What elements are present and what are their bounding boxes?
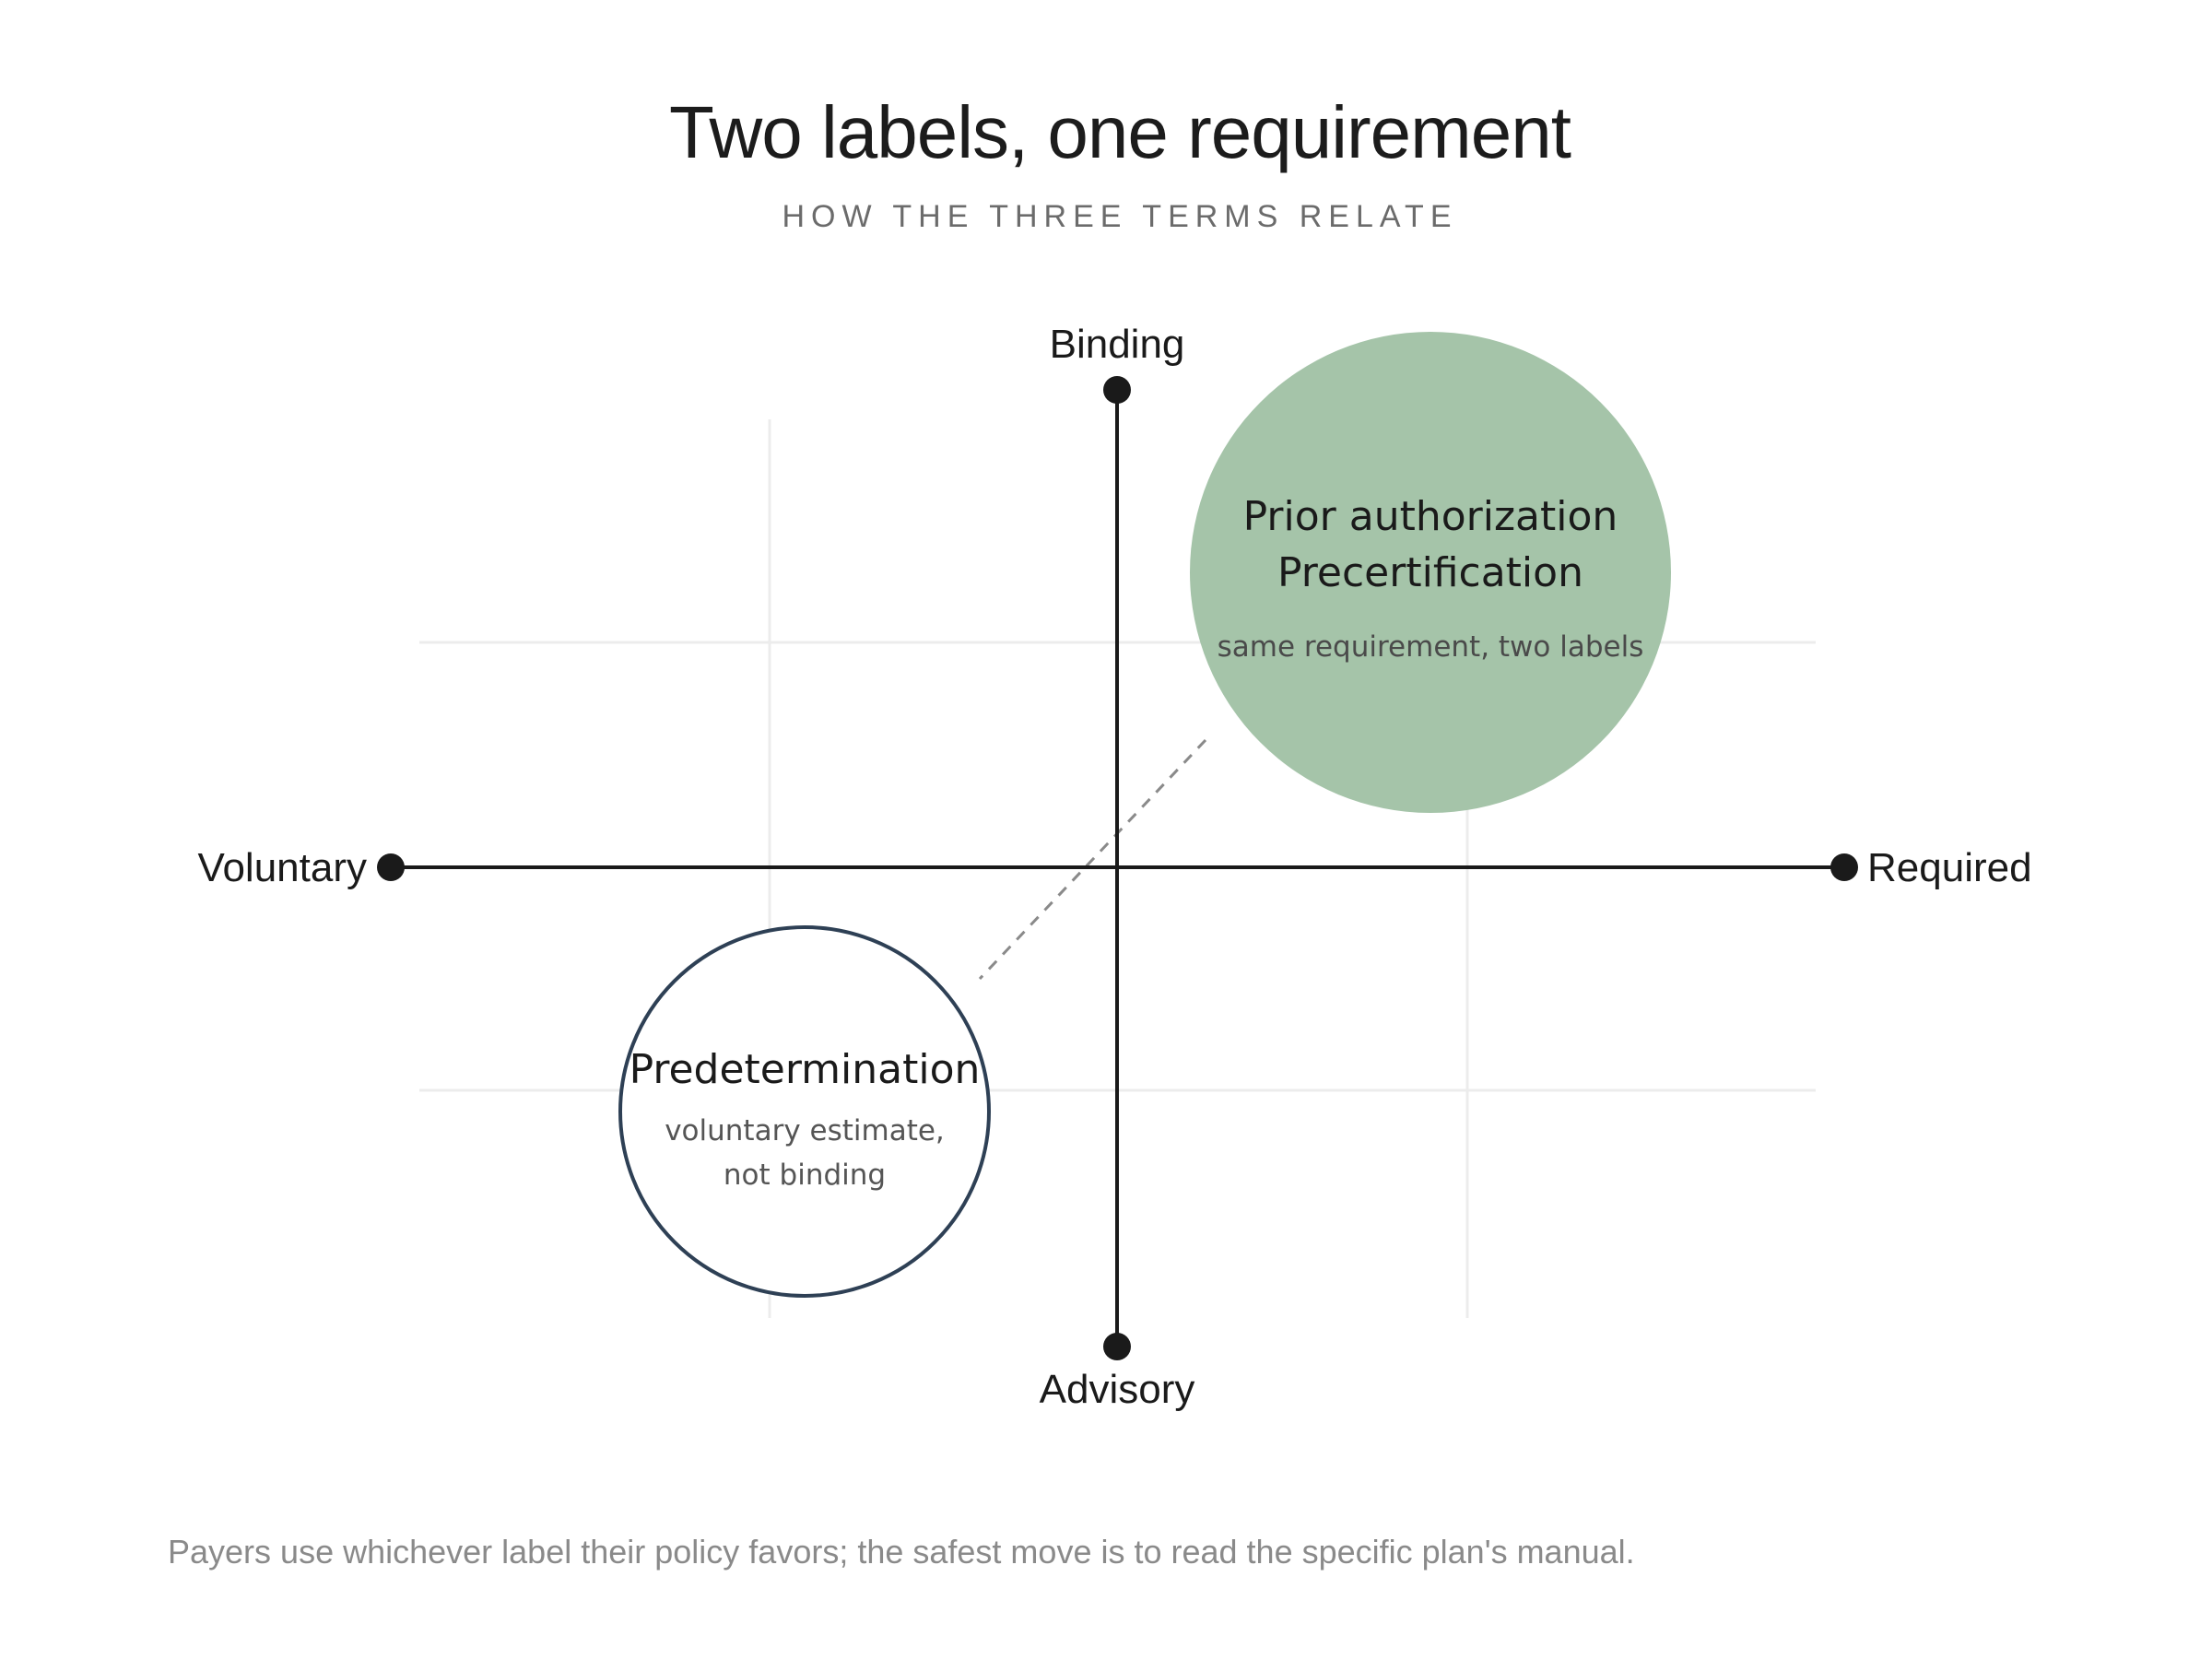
axis-label-required: Required bbox=[1867, 845, 2032, 890]
axis-label-voluntary: Voluntary bbox=[198, 845, 367, 890]
diagram-subtitle: HOW THE THREE TERMS RELATE bbox=[782, 199, 1458, 234]
axes bbox=[391, 390, 1844, 1347]
prior-authorization-circle bbox=[1190, 332, 1671, 813]
prior-authorization-label: Prior authorization bbox=[1243, 493, 1618, 540]
predetermination-circle bbox=[618, 925, 991, 1298]
prior-authorization-note: same requirement, two labels bbox=[1218, 630, 1644, 664]
axis-endpoint-bottom bbox=[1103, 1333, 1131, 1360]
predetermination-concept: Predetermination voluntary estimate, not… bbox=[618, 925, 991, 1298]
axis-endpoint-right bbox=[1830, 853, 1858, 881]
diagram-title: Two labels, one requirement bbox=[669, 91, 1571, 173]
axis-endpoint-top bbox=[1103, 376, 1131, 404]
predetermination-note-line-1: voluntary estimate, bbox=[665, 1114, 945, 1147]
prior-authorization-concept: Prior authorization Precertification sam… bbox=[1190, 332, 1671, 813]
axis-label-advisory: Advisory bbox=[1040, 1367, 1195, 1412]
predetermination-note-line-2: not binding bbox=[724, 1159, 886, 1192]
predetermination-label: Predetermination bbox=[629, 1046, 981, 1093]
precertification-label: Precertification bbox=[1277, 549, 1583, 596]
footnote: Payers use whichever label their policy … bbox=[168, 1533, 1635, 1571]
axis-endpoint-left bbox=[377, 853, 405, 881]
relation-connector bbox=[978, 738, 1207, 981]
axis-label-binding: Binding bbox=[1050, 322, 1185, 367]
